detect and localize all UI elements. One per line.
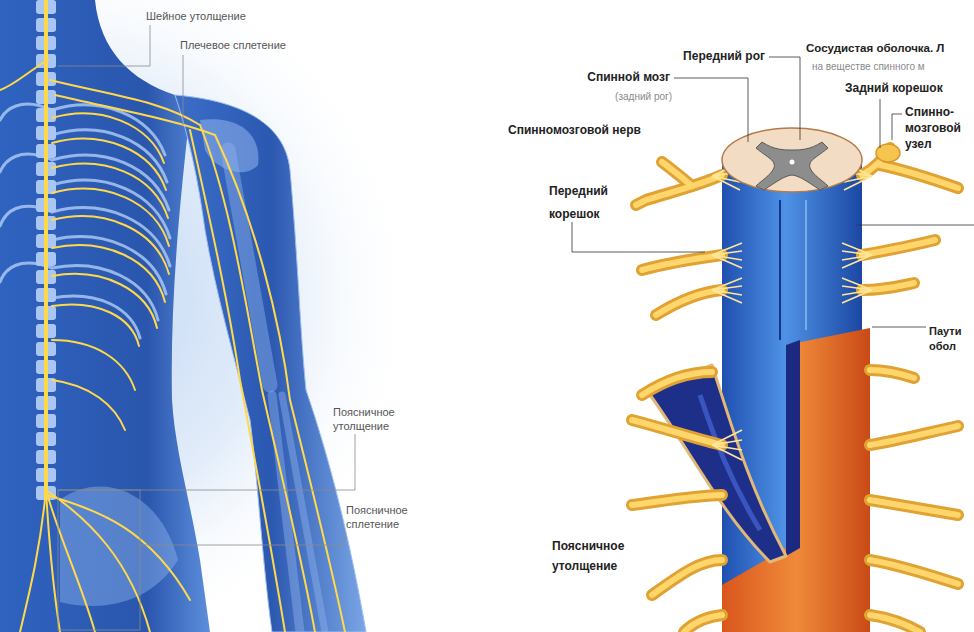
part-label: Поясничное утолщение [333,405,413,433]
part-label: Шейное утолщение [146,9,246,23]
part-label: Спинно- мозговой узел [905,104,971,152]
part-label: Спинной мозг [587,70,670,85]
part-label: Передний рог [683,49,765,64]
part-label: Спинномозговой нерв [508,123,641,138]
part-label: Передний корешок [549,180,629,226]
part-label: Поясничное утолщение [552,536,642,576]
part-label: (задний рог) [615,91,672,103]
part-label: Задний корешок [845,81,943,96]
part-label: Поясничное сплетение [346,503,426,531]
part-label: на веществе спинного м [812,61,925,73]
part-label: Паути обол [929,324,971,354]
part-label: Сосудистая оболочка. Л [806,41,944,56]
part-label: Плечевое сплетение [180,38,286,52]
